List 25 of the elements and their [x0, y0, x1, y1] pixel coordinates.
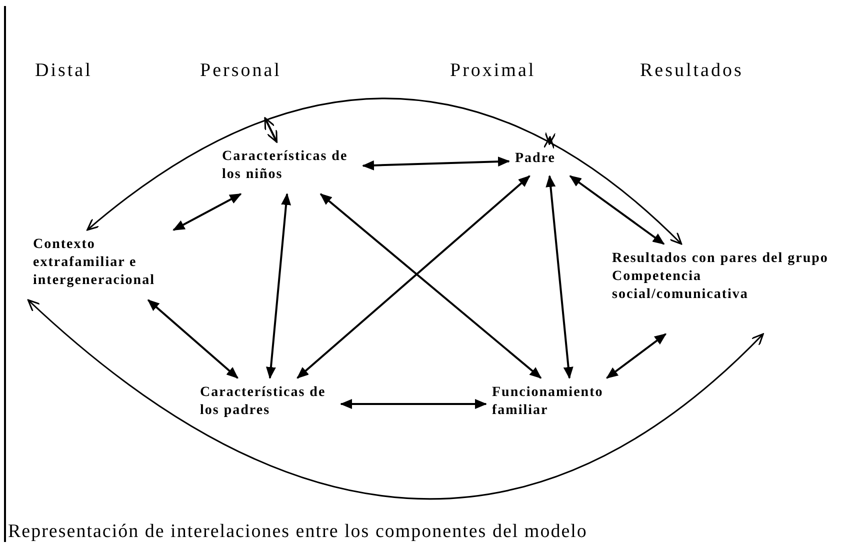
- double-arrow: [266, 193, 292, 379]
- component-label: Contexto extrafamiliar e intergeneracional: [33, 236, 183, 294]
- double-arrow: [147, 299, 238, 379]
- component-label: Características de los padres: [200, 384, 335, 424]
- double-arrow: [606, 333, 667, 379]
- double-arrow: [543, 132, 556, 150]
- component-label: Resultados con pares del grupo Competencia social/comunicativa: [612, 250, 840, 328]
- double-arrow: [546, 175, 574, 379]
- double-arrow: [172, 193, 242, 231]
- component-label: Padre: [515, 150, 581, 170]
- column-heading: Resultados: [640, 60, 744, 82]
- double-arrow: [320, 193, 542, 379]
- double-arrow: [296, 175, 530, 379]
- curved-arrow: [86, 98, 682, 245]
- curved-arrow: [27, 299, 764, 500]
- double-arrow: [362, 156, 510, 170]
- column-heading: Personal: [200, 60, 282, 82]
- double-arrow: [569, 175, 665, 245]
- caption: Representación de interelaciones entre los componentes del modelo: [8, 521, 588, 543]
- component-label: Características de los niños: [222, 148, 357, 188]
- component-label: Funcionamiento familiar: [492, 384, 652, 424]
- column-heading: Distal: [35, 60, 92, 82]
- column-heading: Proximal: [450, 60, 536, 82]
- double-arrow: [264, 117, 278, 143]
- double-arrow: [340, 399, 487, 409]
